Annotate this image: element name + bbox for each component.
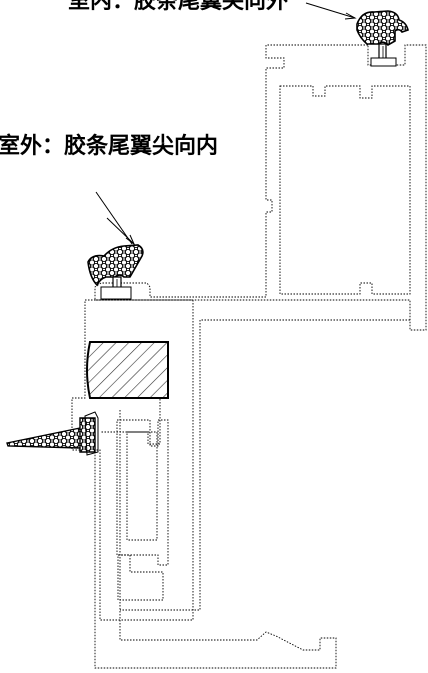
indoor-label: 室内：胶条尾翼尖向外 [68, 0, 288, 14]
outdoor-gasket [87, 244, 144, 300]
glass-panel [86, 341, 169, 399]
indoor-gasket [356, 10, 409, 67]
glazing-wedge-gasket [6, 411, 99, 456]
outdoor-leader-line [95, 191, 136, 246]
upper-frame-profile [94, 44, 427, 611]
indoor-leader-line [305, 2, 357, 20]
outdoor-label: 室外：胶条尾翼尖向内 [0, 133, 218, 159]
